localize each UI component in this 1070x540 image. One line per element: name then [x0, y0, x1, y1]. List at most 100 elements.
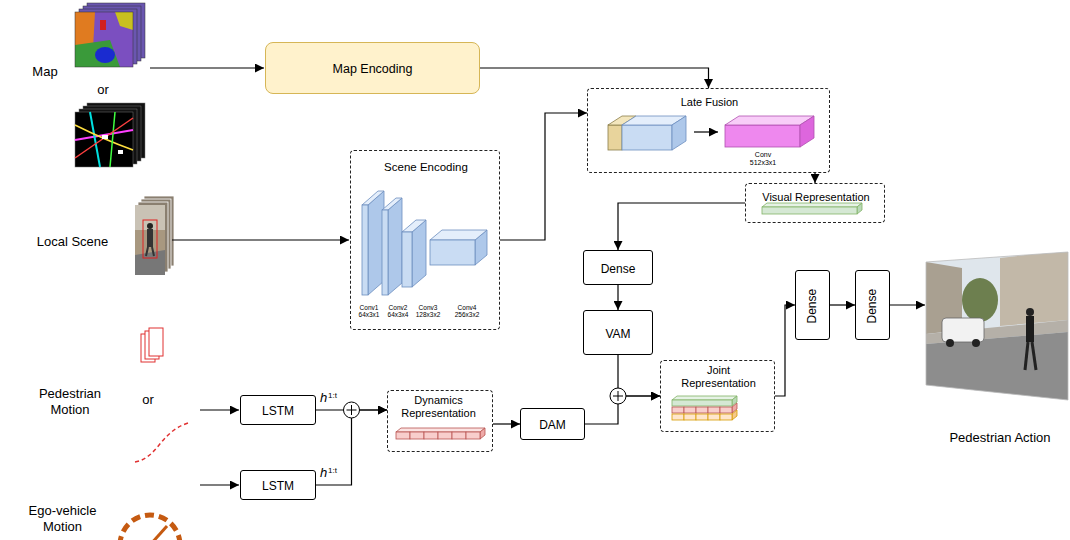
feature-vector	[438, 432, 452, 439]
or-label: or	[97, 82, 109, 98]
feature-cuboid	[694, 131, 718, 132]
street-scene-image	[926, 332, 1068, 402]
speedometer-icon	[150, 526, 167, 540]
or-label: or	[142, 392, 154, 408]
semantic-map-image	[75, 3, 145, 67]
feature-vector	[762, 203, 862, 207]
bounding-box-sequence	[141, 328, 163, 362]
feature-vector	[708, 414, 720, 420]
local-scene-image	[135, 205, 165, 275]
bounding-box-sequence	[149, 328, 163, 356]
vector-map-image	[75, 118, 133, 158]
connector-arrow	[814, 173, 815, 183]
dense-layer: Dense	[583, 250, 653, 285]
feature-vector	[762, 203, 862, 214]
feature-vector	[762, 207, 857, 214]
box-label: Dense	[601, 262, 636, 276]
lstm-box: LSTM	[240, 395, 316, 425]
feature-vector	[480, 428, 485, 439]
conv-layer	[430, 240, 475, 265]
layer-spec: Conv2 64x3x4	[384, 304, 412, 319]
image-border	[926, 252, 1068, 400]
trajectory-curve	[135, 423, 188, 462]
street-scene-image	[1000, 250, 1068, 326]
connector-arrow	[493, 423, 520, 424]
lstm-box: LSTM	[240, 470, 316, 500]
dense-layer: Dense	[795, 270, 830, 340]
street-scene-image	[1032, 342, 1036, 370]
conv-layer	[388, 198, 402, 295]
feature-vector	[720, 407, 732, 413]
semantic-map-image	[115, 12, 133, 30]
attention-module: VAM	[583, 310, 653, 355]
box-label: Dense	[805, 289, 819, 324]
box-label: VAM	[605, 327, 630, 341]
input-arrow	[200, 484, 239, 485]
feature-vector	[410, 432, 424, 439]
vector-map-image	[110, 112, 115, 167]
input-arrow	[150, 67, 264, 68]
street-scene-image	[962, 278, 998, 322]
image-border	[926, 252, 1068, 400]
output-arrow	[890, 305, 925, 306]
vector-map-image	[75, 112, 133, 167]
feature-vector	[396, 428, 485, 439]
feature-cuboid	[725, 116, 814, 125]
representation-box: Visual Representation	[745, 183, 885, 223]
local-scene-image	[152, 247, 154, 256]
input-arrow	[200, 409, 239, 410]
sum-symbol	[610, 388, 626, 404]
superscript: 1:t	[328, 391, 337, 401]
connector-arrow	[775, 305, 795, 396]
vector-map-image	[75, 103, 145, 167]
local-scene-image	[135, 196, 174, 275]
feature-cuboid	[725, 125, 800, 147]
conv-layer	[402, 232, 412, 287]
vector-map-image	[75, 125, 133, 150]
local-scene-image	[135, 205, 165, 230]
box-label: DAM	[539, 418, 566, 432]
vector-map-image	[90, 112, 100, 167]
representation-box: Dynamics Representation	[387, 390, 493, 452]
feature-vector	[672, 414, 684, 420]
feature-vector	[396, 432, 410, 439]
representation-box: Joint Representation	[660, 360, 775, 432]
conv-layer	[382, 198, 402, 210]
street-scene-image	[1025, 342, 1028, 370]
attention-module: DAM	[520, 408, 585, 440]
layer-spec: Conv 512x3x1	[748, 151, 778, 167]
input-arrow	[200, 410, 239, 485]
conv-layer	[362, 191, 384, 205]
street-scene-image	[972, 339, 980, 347]
superscript: 1:t	[328, 466, 337, 476]
scene-encoding-group: Scene EncodingConv1 64x3x1Conv2 64x3x4Co…	[350, 150, 500, 330]
connector-arrow	[618, 203, 745, 250]
feature-cuboid	[608, 125, 622, 150]
feature-vector	[684, 414, 696, 420]
connector-arrow	[618, 355, 660, 396]
feature-vector	[672, 396, 737, 420]
input-arrow	[172, 240, 349, 241]
layer-spec: Conv1 64x3x1	[355, 304, 383, 319]
feature-vector	[672, 396, 737, 400]
feature-vector	[424, 432, 438, 439]
local-scene-image	[143, 220, 157, 258]
box-label: LSTM	[262, 479, 294, 493]
hidden-state-symbol: h	[320, 465, 327, 481]
street-scene-image	[926, 250, 1068, 402]
feature-vector	[672, 400, 732, 406]
street-scene-image	[1026, 316, 1034, 342]
box-title: Visual Representation	[762, 191, 869, 204]
feature-cuboid	[608, 116, 814, 150]
local-scene-image	[147, 223, 153, 229]
input-arrow	[172, 239, 349, 240]
sum-symbol	[344, 402, 360, 418]
group-title: Late Fusion	[681, 96, 738, 109]
feature-vector	[696, 407, 708, 413]
connector-arrow	[480, 68, 709, 88]
feature-vector	[720, 414, 732, 420]
local-scene-image	[135, 250, 165, 275]
local-scene-image	[146, 247, 148, 256]
